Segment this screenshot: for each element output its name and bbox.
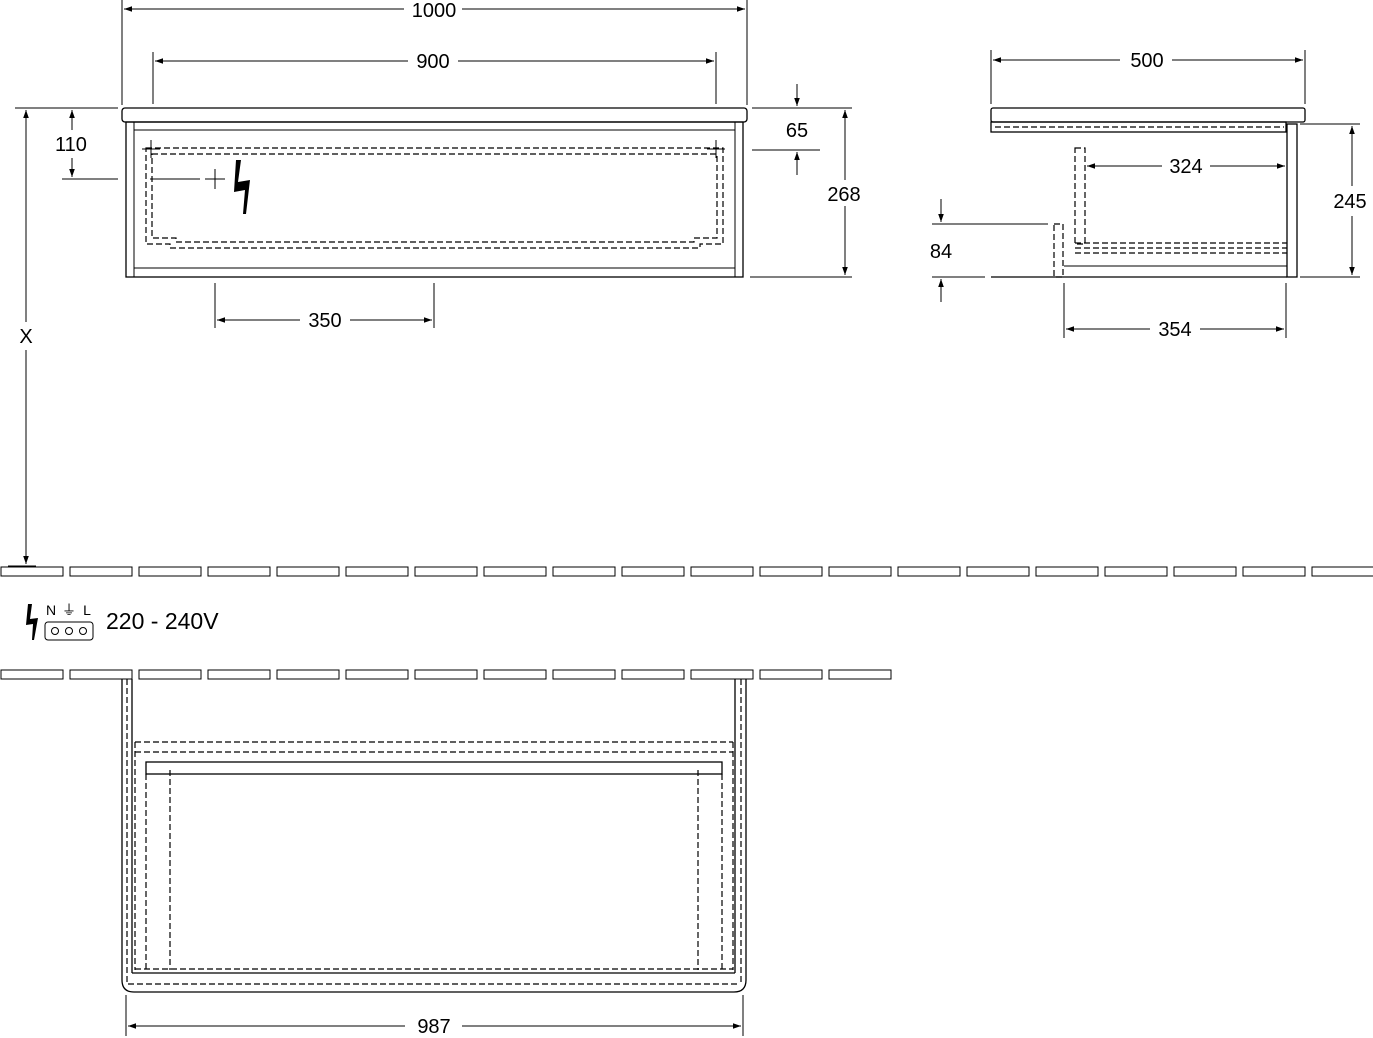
lightning-icon [26, 604, 38, 640]
terminal-l-label: L [83, 602, 91, 618]
tile [414, 566, 478, 577]
side-view: 500 324 245 84 354 [930, 50, 1367, 341]
tile [828, 566, 892, 577]
terminal-n-label: N [46, 602, 56, 618]
tile [1035, 566, 1099, 577]
crosshair-icon [142, 140, 160, 158]
crosshair-icon [707, 140, 725, 158]
tile [1104, 566, 1168, 577]
tile [345, 566, 409, 577]
tile [552, 566, 616, 577]
tile [345, 669, 409, 680]
dim-floor-height: X [19, 326, 32, 348]
dim-top-thickness: 65 [786, 120, 808, 142]
dim-top-offset: 110 [55, 134, 87, 156]
tile [966, 566, 1030, 577]
tile [1242, 566, 1306, 577]
floor-tiles-row [0, 566, 1373, 577]
tile [276, 566, 340, 577]
tile [552, 669, 616, 680]
tile [483, 566, 547, 577]
tile [207, 566, 271, 577]
tile [621, 566, 685, 577]
tile [0, 566, 64, 577]
dim-bottom-width: 987 [417, 1016, 450, 1038]
tile [69, 566, 133, 577]
tile [0, 669, 64, 680]
tile [483, 669, 547, 680]
plan-view: 987 [121, 679, 747, 1038]
socket-icon [44, 621, 94, 641]
tile [207, 669, 271, 680]
dim-drawer-height: 84 [930, 241, 952, 263]
front-view: 1000 900 110 65 268 350 X [8, 0, 861, 567]
voltage-label: 220 - 240V [106, 608, 219, 634]
tile [690, 566, 754, 577]
tile [897, 566, 961, 577]
dim-socket-offset: 350 [308, 310, 341, 332]
dim-height: 268 [827, 184, 860, 206]
tile [759, 566, 823, 577]
socket-position-marker [150, 169, 225, 189]
tile [828, 669, 892, 680]
dim-side-height: 245 [1333, 191, 1366, 213]
tile [138, 566, 202, 577]
tile [759, 669, 823, 680]
tile [690, 669, 754, 680]
electrical-connection: N ⏚ L 220 - 240V [26, 602, 219, 641]
dim-overall-width: 1000 [412, 0, 457, 22]
tile [138, 669, 202, 680]
tile [1311, 566, 1373, 577]
tile [276, 669, 340, 680]
tile [621, 669, 685, 680]
dim-depth: 500 [1130, 50, 1163, 72]
wall-tiles-row [0, 669, 892, 680]
tile [69, 669, 133, 680]
dim-inner-width: 900 [416, 51, 449, 73]
lightning-icon [234, 160, 250, 214]
tile [1173, 566, 1237, 577]
tile [414, 669, 478, 680]
dim-drawer-depth: 324 [1169, 156, 1202, 178]
terminal-earth-label: ⏚ [62, 602, 76, 618]
dim-drawer-bottom-depth: 354 [1158, 319, 1191, 341]
